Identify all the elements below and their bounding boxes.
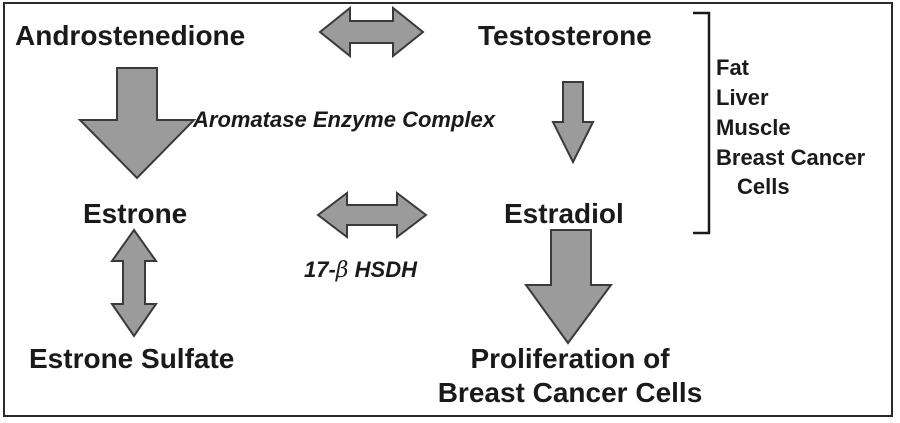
aromatase-label: Aromatase Enzyme Complex bbox=[193, 107, 495, 132]
estradiol-label: Estradiol bbox=[504, 198, 624, 229]
arrow-estrone-estrone-sulfate bbox=[110, 228, 158, 338]
arrow-testosterone-estradiol bbox=[551, 81, 595, 165]
hsdh-suffix: HSDH bbox=[348, 257, 417, 282]
arrow-estradiol-proliferation bbox=[524, 229, 613, 345]
diagram-border bbox=[3, 2, 893, 417]
hsdh-prefix: 17- bbox=[304, 257, 336, 282]
arrow-androstenedione-testosterone bbox=[318, 5, 425, 59]
tissue-liver: Liver bbox=[716, 85, 769, 110]
testosterone-label: Testosterone bbox=[478, 20, 652, 51]
estrone-sulfate-label: Estrone Sulfate bbox=[29, 343, 235, 374]
tissue-muscle: Muscle bbox=[716, 115, 791, 140]
tissue-fat: Fat bbox=[716, 55, 749, 80]
androstenedione-label: Androstenedione bbox=[15, 20, 246, 51]
arrow-estrone-estradiol bbox=[316, 190, 428, 240]
hsdh-label: 17-β HSDH bbox=[304, 259, 417, 282]
arrow-androstenedione-estrone bbox=[77, 67, 197, 180]
tissue-breast-cancer: Breast Cancer bbox=[716, 145, 866, 170]
proliferation-label-line2: Breast Cancer Cells bbox=[437, 377, 703, 408]
tissue-cells: Cells bbox=[737, 174, 790, 199]
tissue-bracket bbox=[693, 11, 711, 235]
beta-symbol: β bbox=[335, 258, 349, 283]
proliferation-label-line1: Proliferation of bbox=[470, 343, 670, 374]
estrone-label: Estrone bbox=[83, 198, 188, 229]
